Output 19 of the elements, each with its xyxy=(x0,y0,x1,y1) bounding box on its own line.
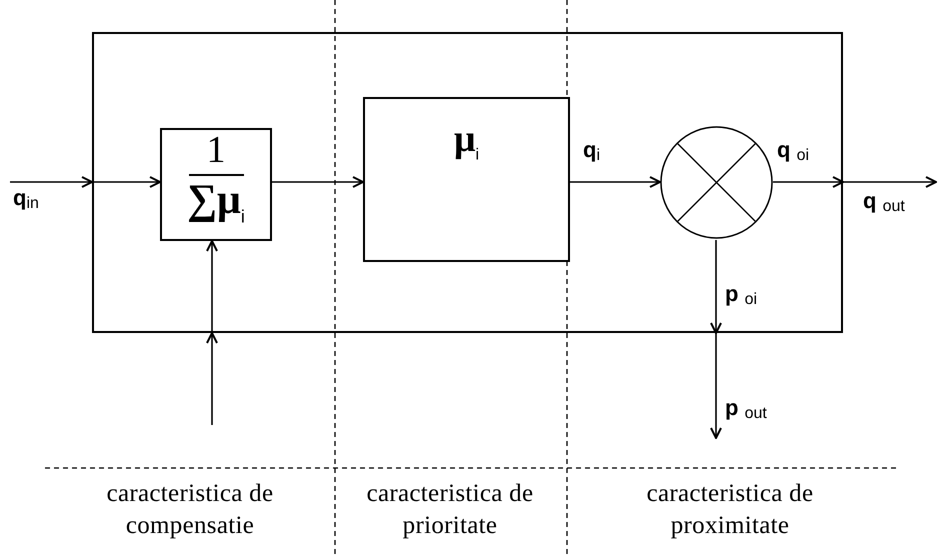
arrow xyxy=(206,332,218,425)
arrow xyxy=(773,176,844,188)
column-caption: caracteristica de proximitate xyxy=(646,479,814,541)
column-caption: caracteristica de compensatie xyxy=(106,479,274,541)
arrow xyxy=(92,176,161,188)
arrow xyxy=(710,333,722,439)
arrow xyxy=(570,176,661,188)
arrow xyxy=(843,176,937,188)
arrow xyxy=(206,240,218,333)
arrow xyxy=(272,176,364,188)
arrow xyxy=(10,176,93,188)
numerator: 1 xyxy=(188,128,244,176)
system-boundary xyxy=(92,32,843,333)
process-block xyxy=(363,97,570,262)
block-label: μ$_{i}$ xyxy=(454,117,480,165)
denominator: ∑μ$_{i}$ xyxy=(187,176,245,229)
transfer-block xyxy=(160,128,272,241)
column-caption: caracteristica de prioritate xyxy=(366,479,534,541)
arrow xyxy=(710,240,722,334)
